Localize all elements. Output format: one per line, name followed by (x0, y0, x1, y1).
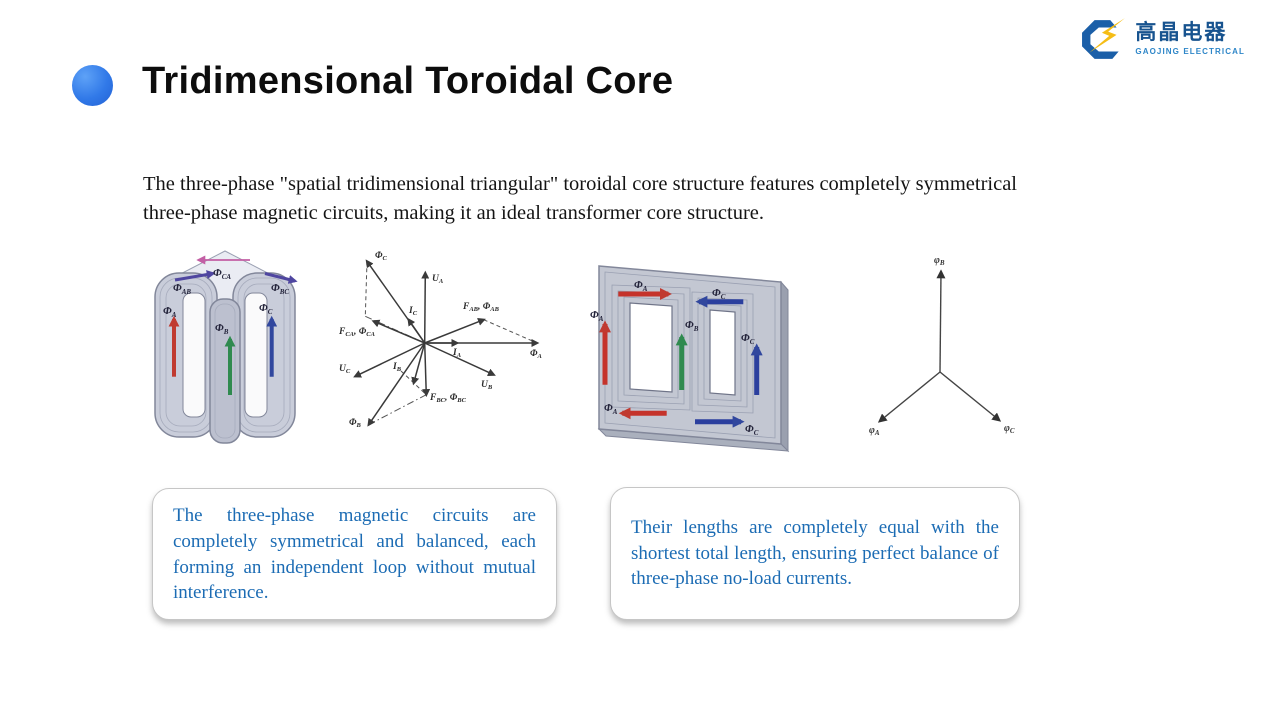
core-3d-labels: ΦCA ΦAB ΦBC ΦA ΦB ΦC (163, 267, 289, 336)
label-phi-b: ΦB (349, 418, 362, 429)
logo-c-shape (1082, 20, 1120, 59)
flux-arrow-phi-bc (264, 272, 298, 284)
flux-star-labels: φB φA φC (869, 255, 1015, 437)
label-ia: IA (452, 348, 462, 359)
label-phi-c: ΦC (259, 302, 273, 316)
label-phi-a-left: ΦA (590, 309, 604, 323)
label-phi-c-right: ΦC (741, 332, 755, 346)
vector-uc (353, 342, 426, 378)
vector-fab (424, 318, 486, 344)
logo-text: 高晶电器 GAOJING ELECTRICAL (1135, 21, 1245, 57)
core-planar-body (597, 265, 790, 453)
intro-text: The three-phase "spatial tridimensional … (143, 173, 1017, 224)
callout-left: The three-phase magnetic circuits are co… (152, 488, 557, 620)
figure-core-3d: ΦCA ΦAB ΦBC ΦA ΦB ΦC (154, 250, 298, 444)
core-planar-flux-arrows (599, 288, 763, 428)
vector-ic (407, 317, 426, 344)
logo-icon (1082, 18, 1126, 59)
label-phi-a-bottom: ΦA (604, 402, 618, 416)
vector-phib (367, 342, 426, 427)
label-phi-c: ΦC (375, 251, 388, 262)
vector-phi-a (877, 371, 941, 423)
flux-arrow-phi-ab (174, 270, 216, 282)
label-phi-c-top: ΦC (712, 287, 726, 301)
vector-phi-c (939, 371, 1002, 422)
label-phi-a-top: ΦA (634, 279, 648, 293)
phasor-labels: UA ΦC IC FCA, ΦCA FAB, ΦAB IA ΦA UC IB F… (338, 251, 543, 429)
core-window-right (709, 309, 736, 396)
label-ib: IB (392, 362, 402, 373)
label-phi-bc: ΦBC (271, 282, 289, 296)
label-uc: UC (339, 364, 351, 375)
label-phi-a: φA (869, 425, 880, 437)
figure-flux-star: φB φA φC (869, 255, 1015, 437)
logo-text-en: GAOJING ELECTRICAL (1135, 47, 1245, 56)
phasor-vectors (353, 259, 540, 427)
page-title: Tridimensional Toroidal Core (142, 60, 674, 102)
vector-ib (411, 342, 426, 386)
label-fca-phica: FCA, ΦCA (338, 327, 376, 338)
label-phi-c: φC (1004, 423, 1015, 435)
vector-fca (371, 319, 425, 344)
label-phi-ab: ΦAB (173, 282, 191, 296)
core-planar-labels: ΦA ΦA ΦA ΦB ΦC ΦC ΦC (590, 279, 759, 437)
label-phi-ca: ΦCA (213, 267, 231, 281)
label-ub: UB (481, 380, 493, 391)
figure-core-planar: ΦA ΦA ΦA ΦB ΦC ΦC ΦC (590, 265, 790, 453)
label-phi-a: ΦA (163, 305, 177, 319)
vector-ub (424, 342, 496, 376)
label-phi-b: ΦB (685, 319, 699, 333)
label-phi-c-bottom: ΦC (745, 423, 759, 437)
label-ic: IC (408, 306, 418, 317)
callout-right-text: Their lengths are completely equal with … (631, 516, 999, 590)
label-phi-a: ΦA (530, 349, 543, 360)
figure-phasor-diagram: UA ΦC IC FCA, ΦCA FAB, ΦAB IA ΦA UC IB F… (338, 251, 543, 429)
label-fbc-phibc: FBC, ΦBC (429, 393, 467, 404)
logo-text-cn: 高晶电器 (1135, 21, 1228, 44)
vector-ua (421, 270, 430, 344)
core-3d-body (154, 250, 296, 444)
label-phi-b: φB (934, 255, 945, 267)
callout-left-text: The three-phase magnetic circuits are co… (173, 505, 536, 604)
company-logo: 高晶电器 GAOJING ELECTRICAL (1081, 18, 1245, 60)
flux-star-vectors (877, 269, 1002, 423)
label-fab-phiab: FAB, ΦAB (462, 302, 500, 313)
label-phi-b: ΦB (215, 322, 229, 336)
vector-phi-b (936, 269, 946, 373)
callout-right: Their lengths are completely equal with … (610, 487, 1020, 620)
core-window-left (629, 302, 673, 393)
label-ua: UA (432, 274, 444, 285)
core-3d-flux-arrows (168, 255, 298, 395)
vector-fbc (422, 342, 431, 398)
title-bullet-circle (72, 65, 113, 106)
